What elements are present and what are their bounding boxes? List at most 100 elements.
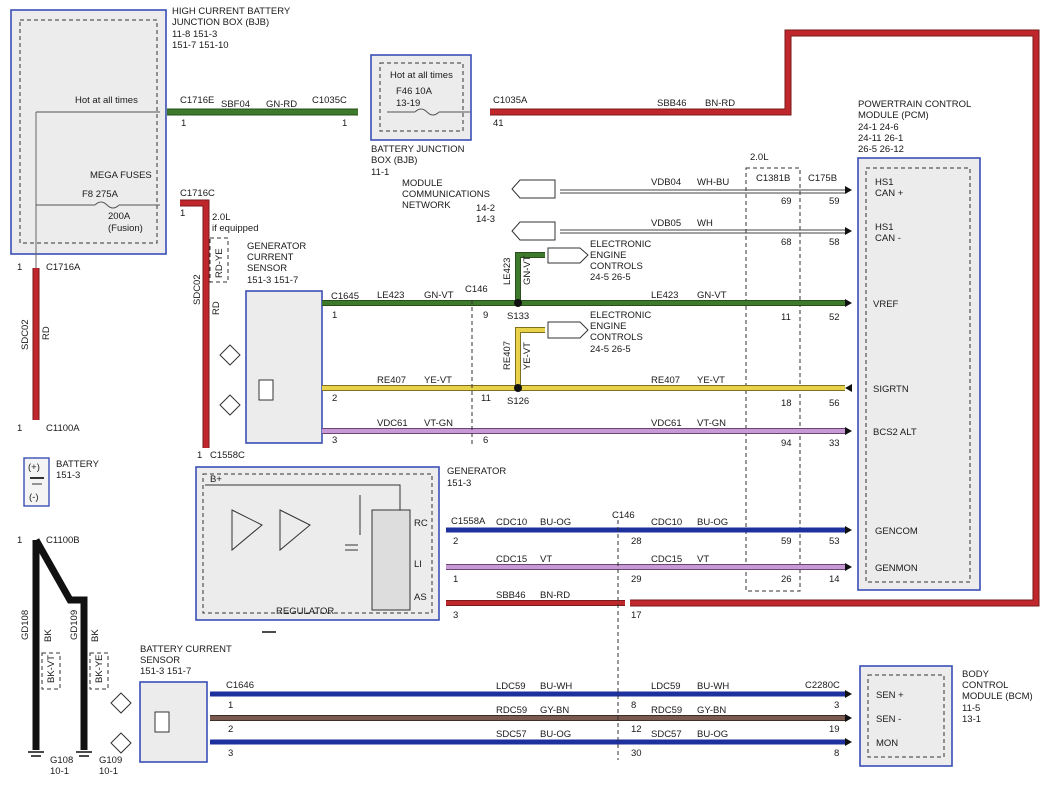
eec2-2: ENGINE	[590, 321, 626, 332]
w-cdc10a-c: CDC10	[496, 517, 527, 528]
c175b: C175B	[808, 173, 837, 184]
mcn-ref-2: 14-3	[476, 214, 495, 225]
pcm-pin-hs1m-2: CAN -	[875, 233, 901, 244]
p-c1645-3: 3	[332, 435, 337, 446]
p-c1646-1: 1	[228, 700, 233, 711]
c1035a-pin: 41	[493, 118, 504, 129]
w-sbf04-c: SBF04	[221, 99, 250, 110]
w-sdc02m-c: SDC02	[192, 274, 203, 305]
bcm-sen-p: SEN +	[876, 690, 904, 701]
p-c146-29: 29	[631, 574, 642, 585]
w-cdc15a-col: VT	[540, 554, 552, 565]
p-c146-12: 12	[631, 724, 642, 735]
p-c146-28: 28	[631, 536, 642, 547]
bjb-title-1: HIGH CURRENT BATTERY	[172, 6, 291, 17]
bjb2-title-1: BATTERY JUNCTION	[371, 144, 465, 155]
w-cdc15b-col: VT	[697, 554, 709, 565]
p-c175b-52: 52	[829, 312, 840, 323]
c1716a: C1716A	[46, 262, 81, 273]
battery-plus: (+)	[28, 462, 40, 473]
bjb-ref-2: 151-7 151-10	[172, 40, 229, 51]
p-c175b-53: 53	[829, 536, 840, 547]
pcm-pin-vref: VREF	[873, 299, 899, 310]
bjb-fuse-1: F8 275A	[82, 189, 119, 200]
opt-2l-1: 2.0L	[212, 212, 231, 223]
c1035c: C1035C	[312, 95, 347, 106]
w-sbb46t-c: SBB46	[657, 98, 687, 109]
w-sdc57b-c: SDC57	[651, 729, 682, 740]
c1645: C1645	[331, 291, 359, 302]
bjb-fuse-2: 200A	[108, 211, 131, 222]
can-network-icon	[511, 179, 589, 339]
bjb2-fuse-2: 13-19	[396, 98, 420, 109]
pcm-pin-hs1p-1: HS1	[875, 177, 893, 188]
w-sdc57a-c: SDC57	[496, 729, 527, 740]
c1558c: C1558C	[210, 450, 245, 461]
w-vdb04-c: VDB04	[651, 177, 681, 188]
w-vdc61b-c: VDC61	[651, 418, 682, 429]
p-c175b-59: 59	[829, 196, 840, 207]
w-sdc02m-col: RD	[211, 301, 222, 315]
p-c2280c-8: 8	[834, 748, 839, 759]
p-c146-11: 11	[481, 393, 491, 404]
w-rdc59b-c: RDC59	[651, 705, 682, 716]
current-sensor-icon	[110, 344, 274, 754]
w-sbb46g-c: SBB46	[496, 590, 526, 601]
pcm-ref-1: 24-1 24-6	[858, 122, 899, 133]
p-c1646-3: 3	[228, 748, 233, 759]
bjb2-ref: 11-1	[371, 167, 389, 178]
p-c1558a-1: 1	[453, 574, 458, 585]
eec2-ref: 24-5 26-5	[590, 344, 631, 355]
w-rdc59a-col: GY-BN	[540, 705, 569, 716]
bcm-ref-1: 11-5	[962, 703, 980, 714]
opt-2l-2: if equipped	[212, 223, 258, 234]
c1558c-pin: 1	[197, 450, 202, 461]
p-c1381b-68: 68	[781, 237, 792, 248]
bjb-mega: MEGA FUSES	[90, 170, 152, 181]
battery-icon	[23, 457, 50, 507]
w-vdc61a-c: VDC61	[377, 418, 408, 429]
g108: G108	[50, 755, 73, 766]
gcs-2: CURRENT	[247, 252, 294, 263]
bjb-title-2: JUNCTION BOX (BJB)	[172, 17, 269, 28]
ground-icon	[28, 631, 276, 757]
p-c146-6: 6	[483, 435, 488, 446]
w-ldc59b-col: BU-WH	[697, 681, 729, 692]
p-c2280c-19: 19	[829, 724, 840, 735]
w-sbf04-col: GN-RD	[266, 99, 297, 110]
bcm-box	[859, 665, 953, 767]
w-cdc10a-col: BU-OG	[540, 517, 571, 528]
bjb-ref-1: 11-8 151-3	[172, 29, 217, 40]
gen-title: GENERATOR	[447, 466, 506, 477]
w-sdc57b-col: BU-OG	[697, 729, 728, 740]
bcm-title-3: MODULE (BCM)	[962, 691, 1033, 702]
p-c2280c-3: 3	[834, 700, 839, 711]
g108-ref: 10-1	[50, 766, 69, 777]
c146-b: C146	[612, 510, 635, 521]
c1558a: C1558A	[451, 516, 486, 527]
mcn-1: MODULE	[402, 178, 443, 189]
w-vdb05-c: VDB05	[651, 218, 681, 229]
w-gd109-c: GD109	[69, 610, 80, 640]
w-sdc57a-col: BU-OG	[540, 729, 571, 740]
p-c1645-2: 2	[332, 393, 337, 404]
w-le423b-c: LE423	[651, 290, 678, 301]
p-c1381b-69: 69	[781, 196, 792, 207]
w-bkye-col: BK-YE	[94, 654, 105, 683]
gen-ref: 151-3	[447, 478, 471, 489]
generator-current-sensor-box	[245, 290, 323, 444]
c1716c: C1716C	[180, 188, 215, 199]
bjb-box	[370, 54, 472, 141]
w-sbb46t-col: BN-RD	[705, 98, 735, 109]
pcm-box	[857, 157, 981, 591]
eec2-3: CONTROLS	[590, 332, 643, 343]
w-gd109-col: BK	[90, 629, 101, 642]
battery-minus: (-)	[29, 492, 39, 503]
p-c1558a-2: 2	[453, 536, 458, 547]
bcm-ref-2: 13-1	[962, 714, 981, 725]
c1381b: C1381B	[756, 173, 790, 184]
w-rdc59a-c: RDC59	[496, 705, 527, 716]
eec2-1: ELECTRONIC	[590, 310, 651, 321]
bcs-1: BATTERY CURRENT	[140, 644, 232, 655]
